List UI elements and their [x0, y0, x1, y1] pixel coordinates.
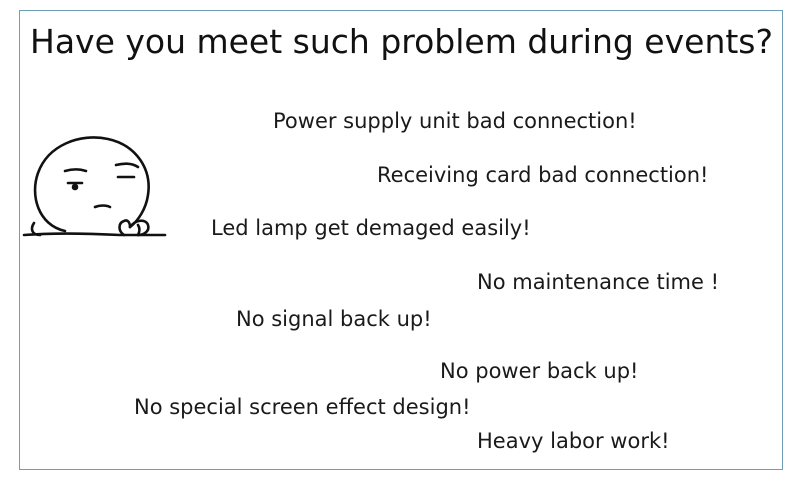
- problem-labor-work: Heavy labor work!: [477, 429, 670, 453]
- problem-screen-effect: No special screen effect design!: [134, 395, 471, 419]
- thinking-face-icon: [22, 136, 167, 237]
- problem-power-backup: No power back up!: [440, 359, 639, 383]
- problem-maintenance-time: No maintenance time !: [477, 270, 720, 294]
- problem-signal-backup: No signal back up!: [236, 307, 432, 331]
- problem-receiving-card: Receiving card bad connection!: [377, 163, 709, 187]
- page-title: Have you meet such problem during events…: [30, 22, 773, 61]
- problem-power-supply: Power supply unit bad connection!: [273, 109, 637, 133]
- problem-led-lamp: Led lamp get demaged easily!: [211, 216, 531, 240]
- slide-frame: [19, 10, 783, 470]
